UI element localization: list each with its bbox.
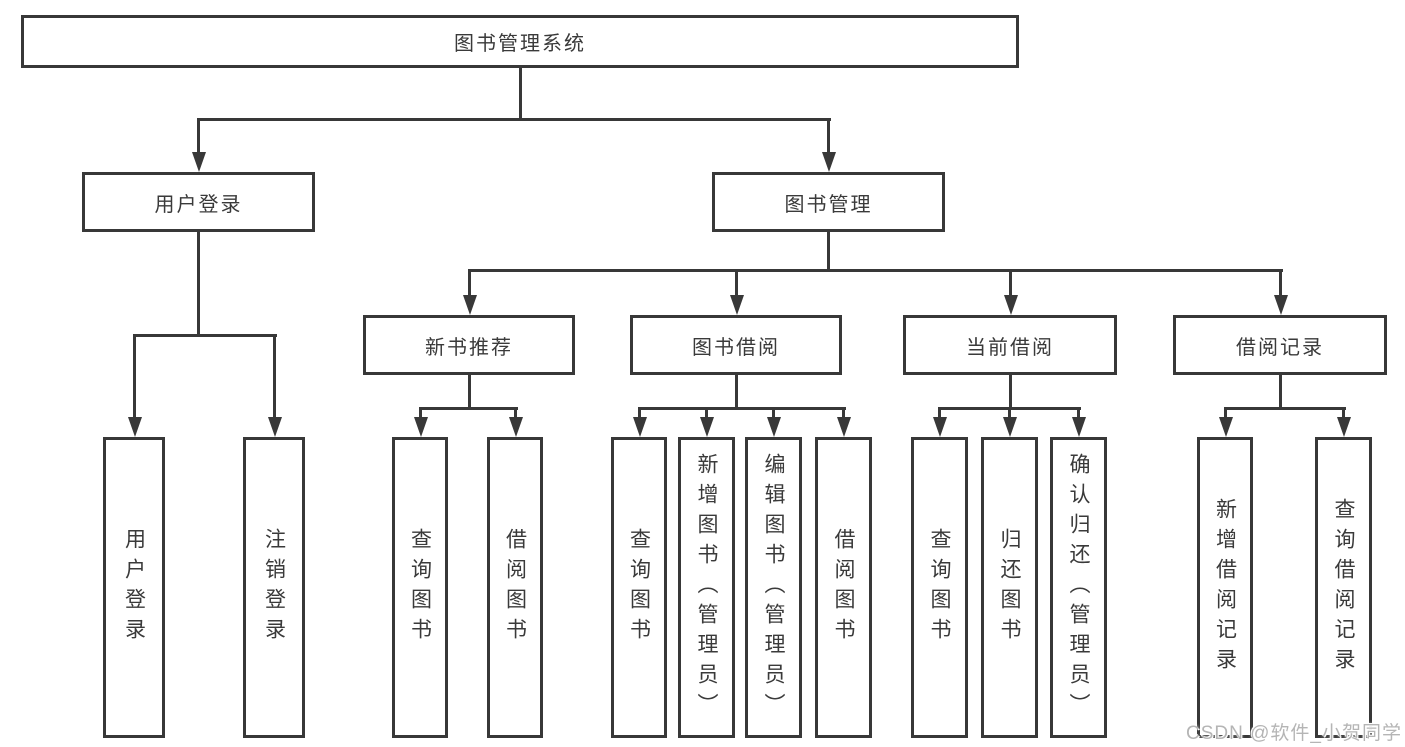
connector-rail: [1224, 407, 1346, 410]
arrowhead-down-icon: [822, 152, 836, 172]
connector-drop: [1279, 270, 1282, 297]
connector-drop: [1009, 270, 1012, 297]
connector-drop: [1077, 408, 1080, 418]
arrowhead-down-icon: [463, 295, 477, 315]
arrowhead-down-icon: [268, 417, 282, 437]
connector-stem: [735, 375, 738, 408]
connector-rail: [468, 269, 1283, 272]
connector-drop: [938, 408, 941, 418]
arrowhead-down-icon: [633, 417, 647, 437]
connector-stem: [468, 375, 471, 408]
node-label: 当前借阅: [966, 336, 1054, 359]
node-label: 图书管理系统: [454, 33, 586, 55]
node-label: 新增图书（管理员）: [695, 452, 719, 723]
leaf-borrow-books-recommend: 借阅图书: [487, 437, 543, 738]
leaf-query-books-recommend: 查询图书: [392, 437, 448, 738]
leaf-confirm-return-admin: 确认归还（管理员）: [1050, 437, 1107, 738]
connector-drop: [1224, 408, 1227, 418]
leaf-add-book-admin: 新增图书（管理员）: [678, 437, 735, 738]
node-user-login: 用户登录: [82, 172, 315, 232]
node-book-management-system: 图书管理系统: [21, 15, 1019, 68]
leaf-edit-book-admin: 编辑图书（管理员）: [745, 437, 802, 738]
connector-stem: [197, 232, 200, 335]
arrowhead-down-icon: [509, 417, 523, 437]
arrowhead-down-icon: [414, 417, 428, 437]
leaf-add-borrow-record: 新增借阅记录: [1197, 437, 1253, 738]
leaf-query-books-borrowing: 查询图书: [611, 437, 667, 738]
connector-drop: [772, 408, 775, 418]
node-label: 查询图书: [928, 527, 952, 648]
connector-stem: [1279, 375, 1282, 408]
node-label: 图书借阅: [692, 336, 780, 359]
leaf-query-borrow-record: 查询借阅记录: [1315, 437, 1372, 738]
node-current-borrowing: 当前借阅: [903, 315, 1117, 375]
arrowhead-down-icon: [730, 295, 744, 315]
node-label: 注销登录: [262, 527, 286, 648]
connector-drop: [735, 270, 738, 297]
node-label: 借阅记录: [1236, 336, 1324, 359]
arrowhead-down-icon: [192, 152, 206, 172]
node-label: 借阅图书: [832, 527, 856, 648]
node-borrowing-records: 借阅记录: [1173, 315, 1387, 375]
connector-rail: [197, 118, 831, 121]
node-label: 图书管理: [784, 193, 873, 216]
node-label: 编辑图书（管理员）: [762, 452, 786, 723]
node-label: 新增借阅记录: [1213, 497, 1237, 678]
arrowhead-down-icon: [1072, 417, 1086, 437]
leaf-user-login: 用户登录: [103, 437, 165, 738]
node-label: 归还图书: [998, 527, 1022, 648]
connector-drop: [1008, 408, 1011, 418]
connector-drop: [419, 408, 422, 418]
connector-rail: [133, 334, 277, 337]
arrowhead-down-icon: [837, 417, 851, 437]
connector-drop: [827, 119, 830, 155]
connector-drop: [514, 408, 517, 418]
connector-drop: [273, 335, 276, 419]
leaf-borrow-books-borrowing: 借阅图书: [815, 437, 872, 738]
arrowhead-down-icon: [1337, 417, 1351, 437]
node-label: 用户登录: [154, 193, 243, 216]
node-label: 查询借阅记录: [1332, 497, 1356, 678]
connector-stem: [827, 232, 830, 270]
node-new-book-recommend: 新书推荐: [363, 315, 575, 375]
arrowhead-down-icon: [933, 417, 947, 437]
connector-drop: [842, 408, 845, 418]
connector-drop: [705, 408, 708, 418]
arrowhead-down-icon: [128, 417, 142, 437]
arrowhead-down-icon: [1274, 295, 1288, 315]
connector-drop: [133, 335, 136, 419]
node-book-management: 图书管理: [712, 172, 945, 232]
node-label: 借阅图书: [503, 527, 527, 648]
connector-stem: [519, 68, 522, 119]
node-label: 查询图书: [408, 527, 432, 648]
node-label: 新书推荐: [425, 336, 513, 359]
node-label: 确认归还（管理员）: [1067, 452, 1091, 723]
csdn-watermark: CSDN @软件_小贺同学: [1186, 723, 1402, 744]
connector-drop: [638, 408, 641, 418]
arrowhead-down-icon: [700, 417, 714, 437]
node-label: 查询图书: [627, 527, 651, 648]
arrowhead-down-icon: [767, 417, 781, 437]
arrowhead-down-icon: [1219, 417, 1233, 437]
connector-drop: [1342, 408, 1345, 418]
node-label: 用户登录: [122, 527, 146, 648]
arrowhead-down-icon: [1003, 417, 1017, 437]
leaf-return-book: 归还图书: [981, 437, 1038, 738]
connector-drop: [468, 270, 471, 297]
node-book-borrowing: 图书借阅: [630, 315, 842, 375]
connector-rail: [638, 407, 846, 410]
leaf-query-books-current: 查询图书: [911, 437, 968, 738]
connector-drop: [197, 119, 200, 155]
connector-rail: [419, 407, 518, 410]
arrowhead-down-icon: [1004, 295, 1018, 315]
leaf-logout: 注销登录: [243, 437, 305, 738]
connector-stem: [1009, 375, 1012, 408]
